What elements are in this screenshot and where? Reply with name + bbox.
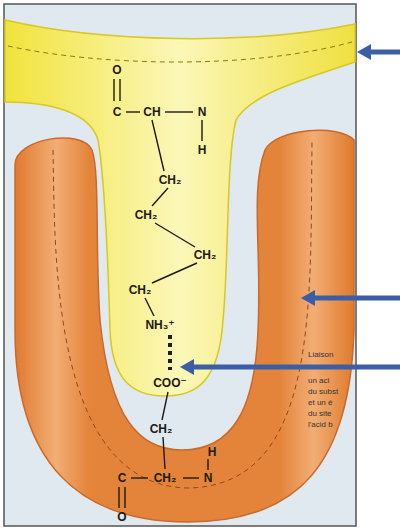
caption-fragment: un aci <box>308 377 329 385</box>
atom-label: N <box>198 106 207 118</box>
background-frame <box>4 4 356 526</box>
atom-label: O <box>117 511 126 523</box>
caption-fragment: Liaison <box>308 351 333 359</box>
atom-label: CH₂ <box>154 472 177 484</box>
substrate <box>5 20 355 396</box>
atom-label: C <box>118 472 127 484</box>
atom-label: CH₂ <box>135 209 158 221</box>
caption-fragment: du subst <box>308 388 338 396</box>
atom-label: N <box>204 472 213 484</box>
atom-label: CH₂ <box>194 249 217 261</box>
atom-label: H <box>208 446 217 458</box>
caption-fragment: du site <box>308 410 332 418</box>
atom-label: CH₂ <box>129 284 152 296</box>
atom-label: C <box>113 106 122 118</box>
substrate-axis <box>8 42 352 62</box>
atom-label: CH <box>143 106 160 118</box>
bonds <box>114 79 208 508</box>
atom-label: COO⁻ <box>153 377 187 389</box>
atom-label: NH₃⁺ <box>145 319 174 331</box>
atom-label: H <box>198 144 207 156</box>
atom-label: CH₂ <box>150 423 173 435</box>
caption-fragment: et un é <box>308 399 332 407</box>
caption-fragment: l'acid b <box>308 421 333 429</box>
atom-label: O <box>112 64 121 76</box>
atom-label: CH₂ <box>159 174 182 186</box>
pointer-arrows <box>180 44 400 375</box>
ionic-bond <box>168 335 172 370</box>
